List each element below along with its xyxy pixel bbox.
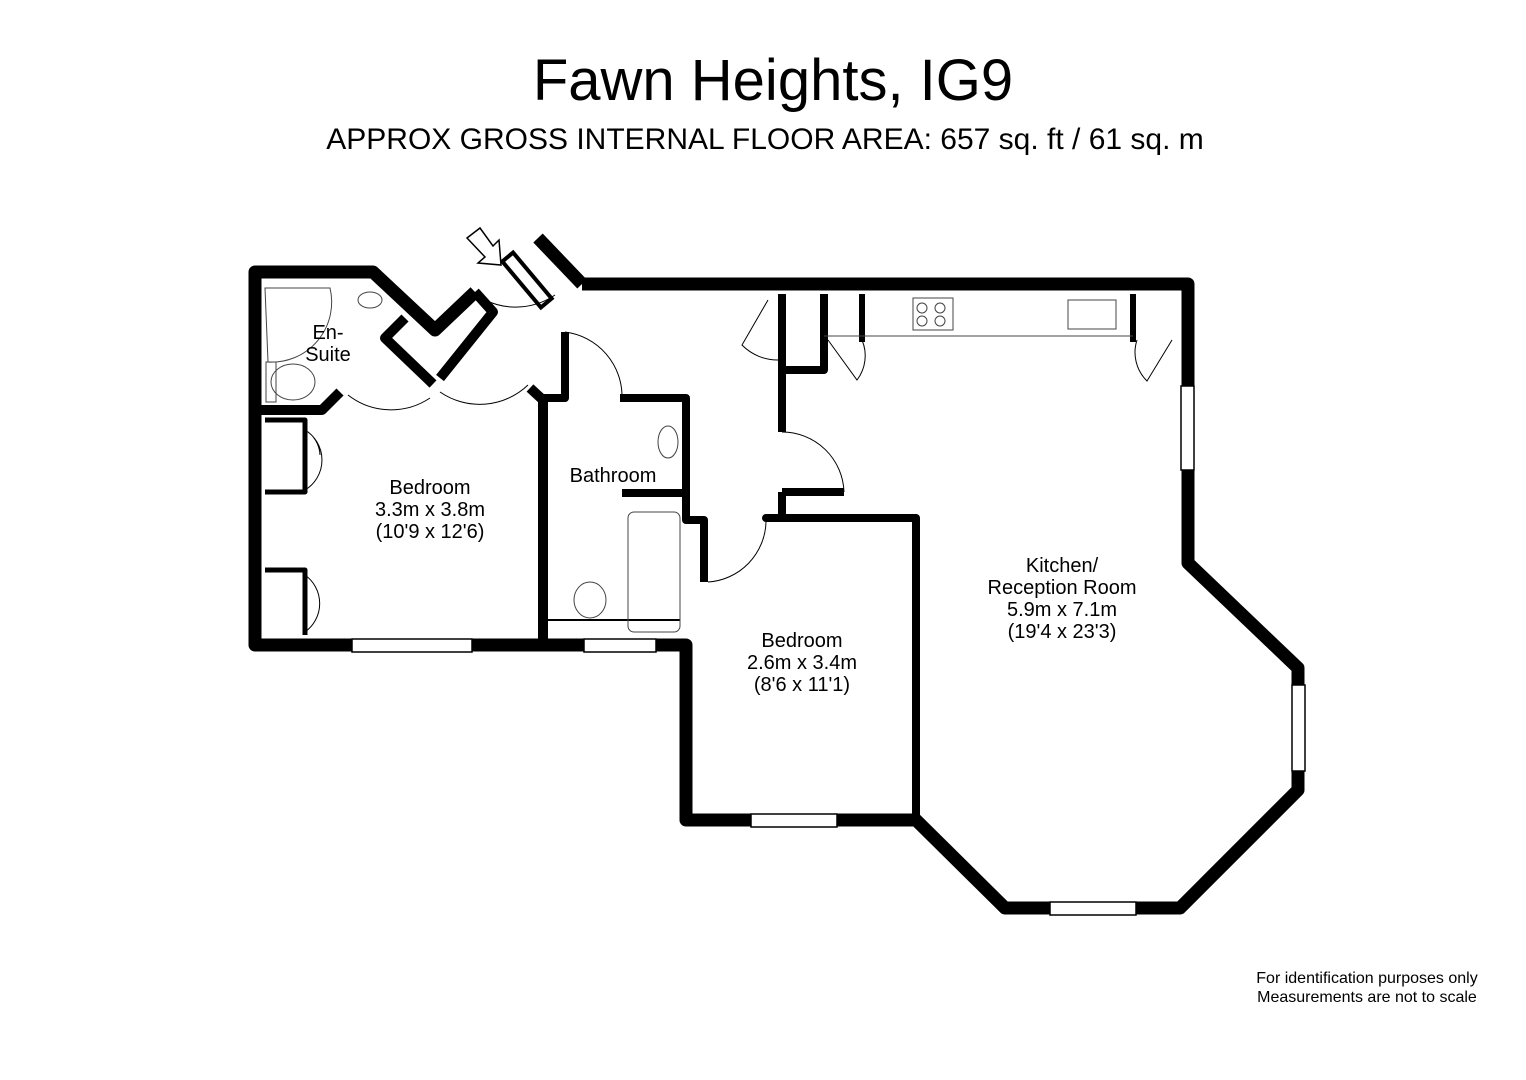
disclaimer: For identification purposes only Measure… bbox=[1256, 970, 1478, 1006]
room-label-bedroom-1: Bedroom 3.3m x 3.8m (10'9 x 12'6) bbox=[374, 477, 486, 543]
walls bbox=[248, 233, 1305, 915]
entrance-arrow-icon bbox=[465, 226, 502, 266]
door-swings bbox=[304, 294, 1173, 633]
room-label-ensuite: En- Suite bbox=[305, 322, 351, 366]
floor-area-subtitle: APPROX GROSS INTERNAL FLOOR AREA: 657 sq… bbox=[326, 123, 1204, 156]
room-label-bathroom: Bathroom bbox=[569, 465, 657, 487]
windows bbox=[351, 385, 1306, 916]
page-title: Fawn Heights, IG9 bbox=[532, 48, 1014, 113]
room-label-bedroom-2: Bedroom 2.6m x 3.4m (8'6 x 11'1) bbox=[746, 630, 858, 696]
fixtures bbox=[264, 287, 1133, 633]
room-label-kitchen-reception: Kitchen/ Reception Room 5.9m x 7.1m (19'… bbox=[987, 555, 1137, 643]
